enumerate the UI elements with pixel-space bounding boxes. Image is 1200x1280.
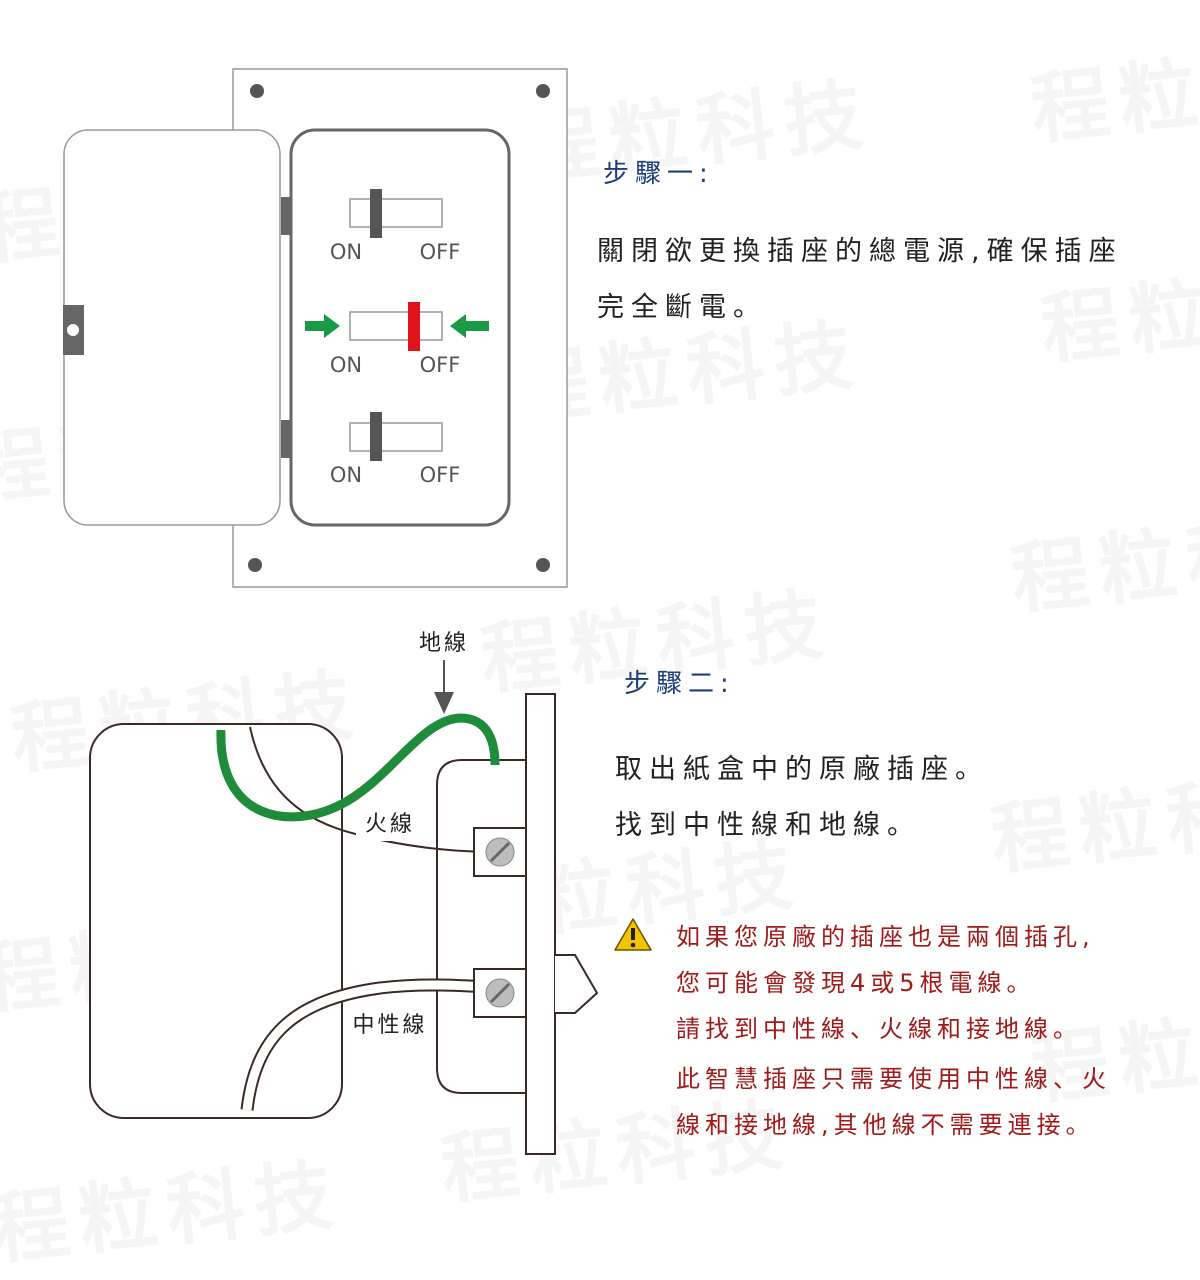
door-hinge bbox=[281, 420, 291, 458]
switch-on-label: ON bbox=[330, 353, 362, 377]
breaker-switch-3: ON OFF bbox=[330, 412, 460, 487]
outlet-side-tab bbox=[555, 954, 599, 1014]
door-hinge bbox=[281, 197, 291, 235]
outlet-faceplate bbox=[525, 693, 556, 1155]
panel-door bbox=[63, 129, 281, 526]
warning-line-2: 您可能會發現4或5根電線。 bbox=[676, 969, 1036, 997]
terminal-screw-neutral bbox=[473, 968, 527, 1018]
terminal-screw-hot bbox=[473, 827, 527, 877]
panel-screw bbox=[536, 84, 550, 98]
step1-title: 步驟一: bbox=[603, 159, 714, 189]
switch-off-label: OFF bbox=[420, 463, 461, 487]
neutral-wire-label: 中性線 bbox=[352, 1013, 427, 1038]
breaker-switch-1: ON OFF bbox=[330, 189, 460, 264]
switch-off-label: OFF bbox=[420, 240, 461, 264]
switch-on-label: ON bbox=[330, 240, 362, 264]
ground-wire-label: 地線 bbox=[419, 631, 469, 656]
warning-line-4: 此智慧插座只需要使用中性線、火 bbox=[676, 1065, 1111, 1093]
wall-box bbox=[89, 723, 343, 1119]
switch-on-label: ON bbox=[330, 463, 362, 487]
left-arrow-icon bbox=[450, 314, 489, 338]
outlet-body bbox=[436, 759, 526, 1094]
neutral-wire bbox=[242, 980, 501, 1111]
switch-off-indicator bbox=[408, 302, 420, 351]
hot-label-bg bbox=[356, 805, 422, 841]
switch-off-label: OFF bbox=[420, 353, 461, 377]
step1-text-line-1: 關閉欲更換插座的總電源,確保插座 bbox=[597, 236, 1123, 267]
step2-text-line-2: 找到中性線和地線。 bbox=[615, 810, 921, 841]
step2-title: 步驟二: bbox=[624, 669, 735, 699]
outlet-wiring: 地線 火線 中性線 bbox=[89, 631, 599, 1155]
warning-line-5: 線和接地線,其他線不需要連接。 bbox=[676, 1111, 1095, 1139]
step1-text-line-2: 完全斷電。 bbox=[597, 292, 767, 323]
breaker-panel: ON OFF ON OFF ON OFF bbox=[63, 68, 568, 588]
panel-screw bbox=[250, 84, 264, 98]
ground-wire bbox=[216, 713, 500, 822]
latch-hole bbox=[67, 324, 79, 336]
hot-wire-label: 火線 bbox=[365, 812, 415, 837]
neutral-label-bg bbox=[346, 1006, 434, 1042]
panel-screw bbox=[248, 558, 262, 572]
warning-line-3: 請找到中性線、火線和接地線。 bbox=[676, 1015, 1082, 1043]
warning-triangle-icon bbox=[614, 918, 652, 951]
warning-line-1: 如果您原廠的插座也是兩個插孔, bbox=[676, 923, 1095, 951]
wiring-diagram: ON OFF ON OFF ON OFF bbox=[63, 68, 652, 1155]
panel-screw bbox=[536, 558, 550, 572]
step2-text-line-1: 取出紙盒中的原廠插座。 bbox=[615, 754, 989, 785]
breaker-switch-2: ON OFF bbox=[305, 302, 489, 377]
right-arrow-icon bbox=[305, 314, 340, 338]
down-arrow-icon bbox=[434, 692, 454, 714]
